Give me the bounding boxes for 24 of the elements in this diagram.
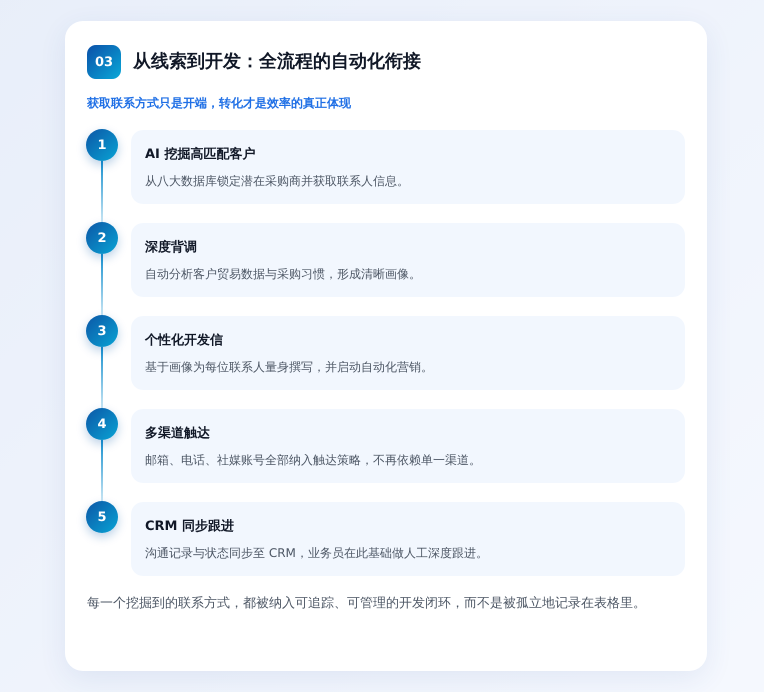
step-title: 个性化开发信: [145, 332, 223, 350]
step-description: 自动分析客户贸易数据与采购习惯，形成清晰画像。: [145, 266, 421, 283]
heading: 从线索到开发：全流程的自动化衔接: [133, 50, 421, 74]
footer-note: 每一个挖掘到的联系方式，都被纳入可追踪、可管理的开发闭环，而不是被孤立地记录在表格里。: [87, 595, 647, 613]
content-card: [65, 21, 707, 671]
step-title: CRM 同步跟进: [145, 518, 234, 536]
step-number-circle: 3: [86, 315, 118, 347]
step-description: 邮箱、电话、社媒账号全部纳入触达策略，不再依赖单一渠道。: [145, 452, 481, 469]
step-number-circle: 1: [86, 129, 118, 161]
step-number-circle: 2: [86, 222, 118, 254]
step-description: 基于画像为每位联系人量身撰写，并启动自动化营销。: [145, 359, 433, 376]
step-description: 沟通记录与状态同步至 CRM，业务员在此基础做人工深度跟进。: [145, 545, 488, 562]
connector-line: [101, 161, 103, 222]
step-description: 从八大数据库锁定潜在采购商并获取联系人信息。: [145, 173, 409, 190]
step-title: 深度背调: [145, 239, 197, 257]
subheading: 获取联系方式只是开端，转化才是效率的真正体现: [87, 95, 351, 111]
connector-line: [101, 440, 103, 501]
step-number-circle: 5: [86, 501, 118, 533]
section-number-badge: 03: [87, 45, 121, 79]
connector-line: [101, 347, 103, 408]
step-title: AI 挖掘高匹配客户: [145, 146, 256, 164]
step-title: 多渠道触达: [145, 425, 210, 443]
connector-line: [101, 254, 103, 315]
step-number-circle: 4: [86, 408, 118, 440]
